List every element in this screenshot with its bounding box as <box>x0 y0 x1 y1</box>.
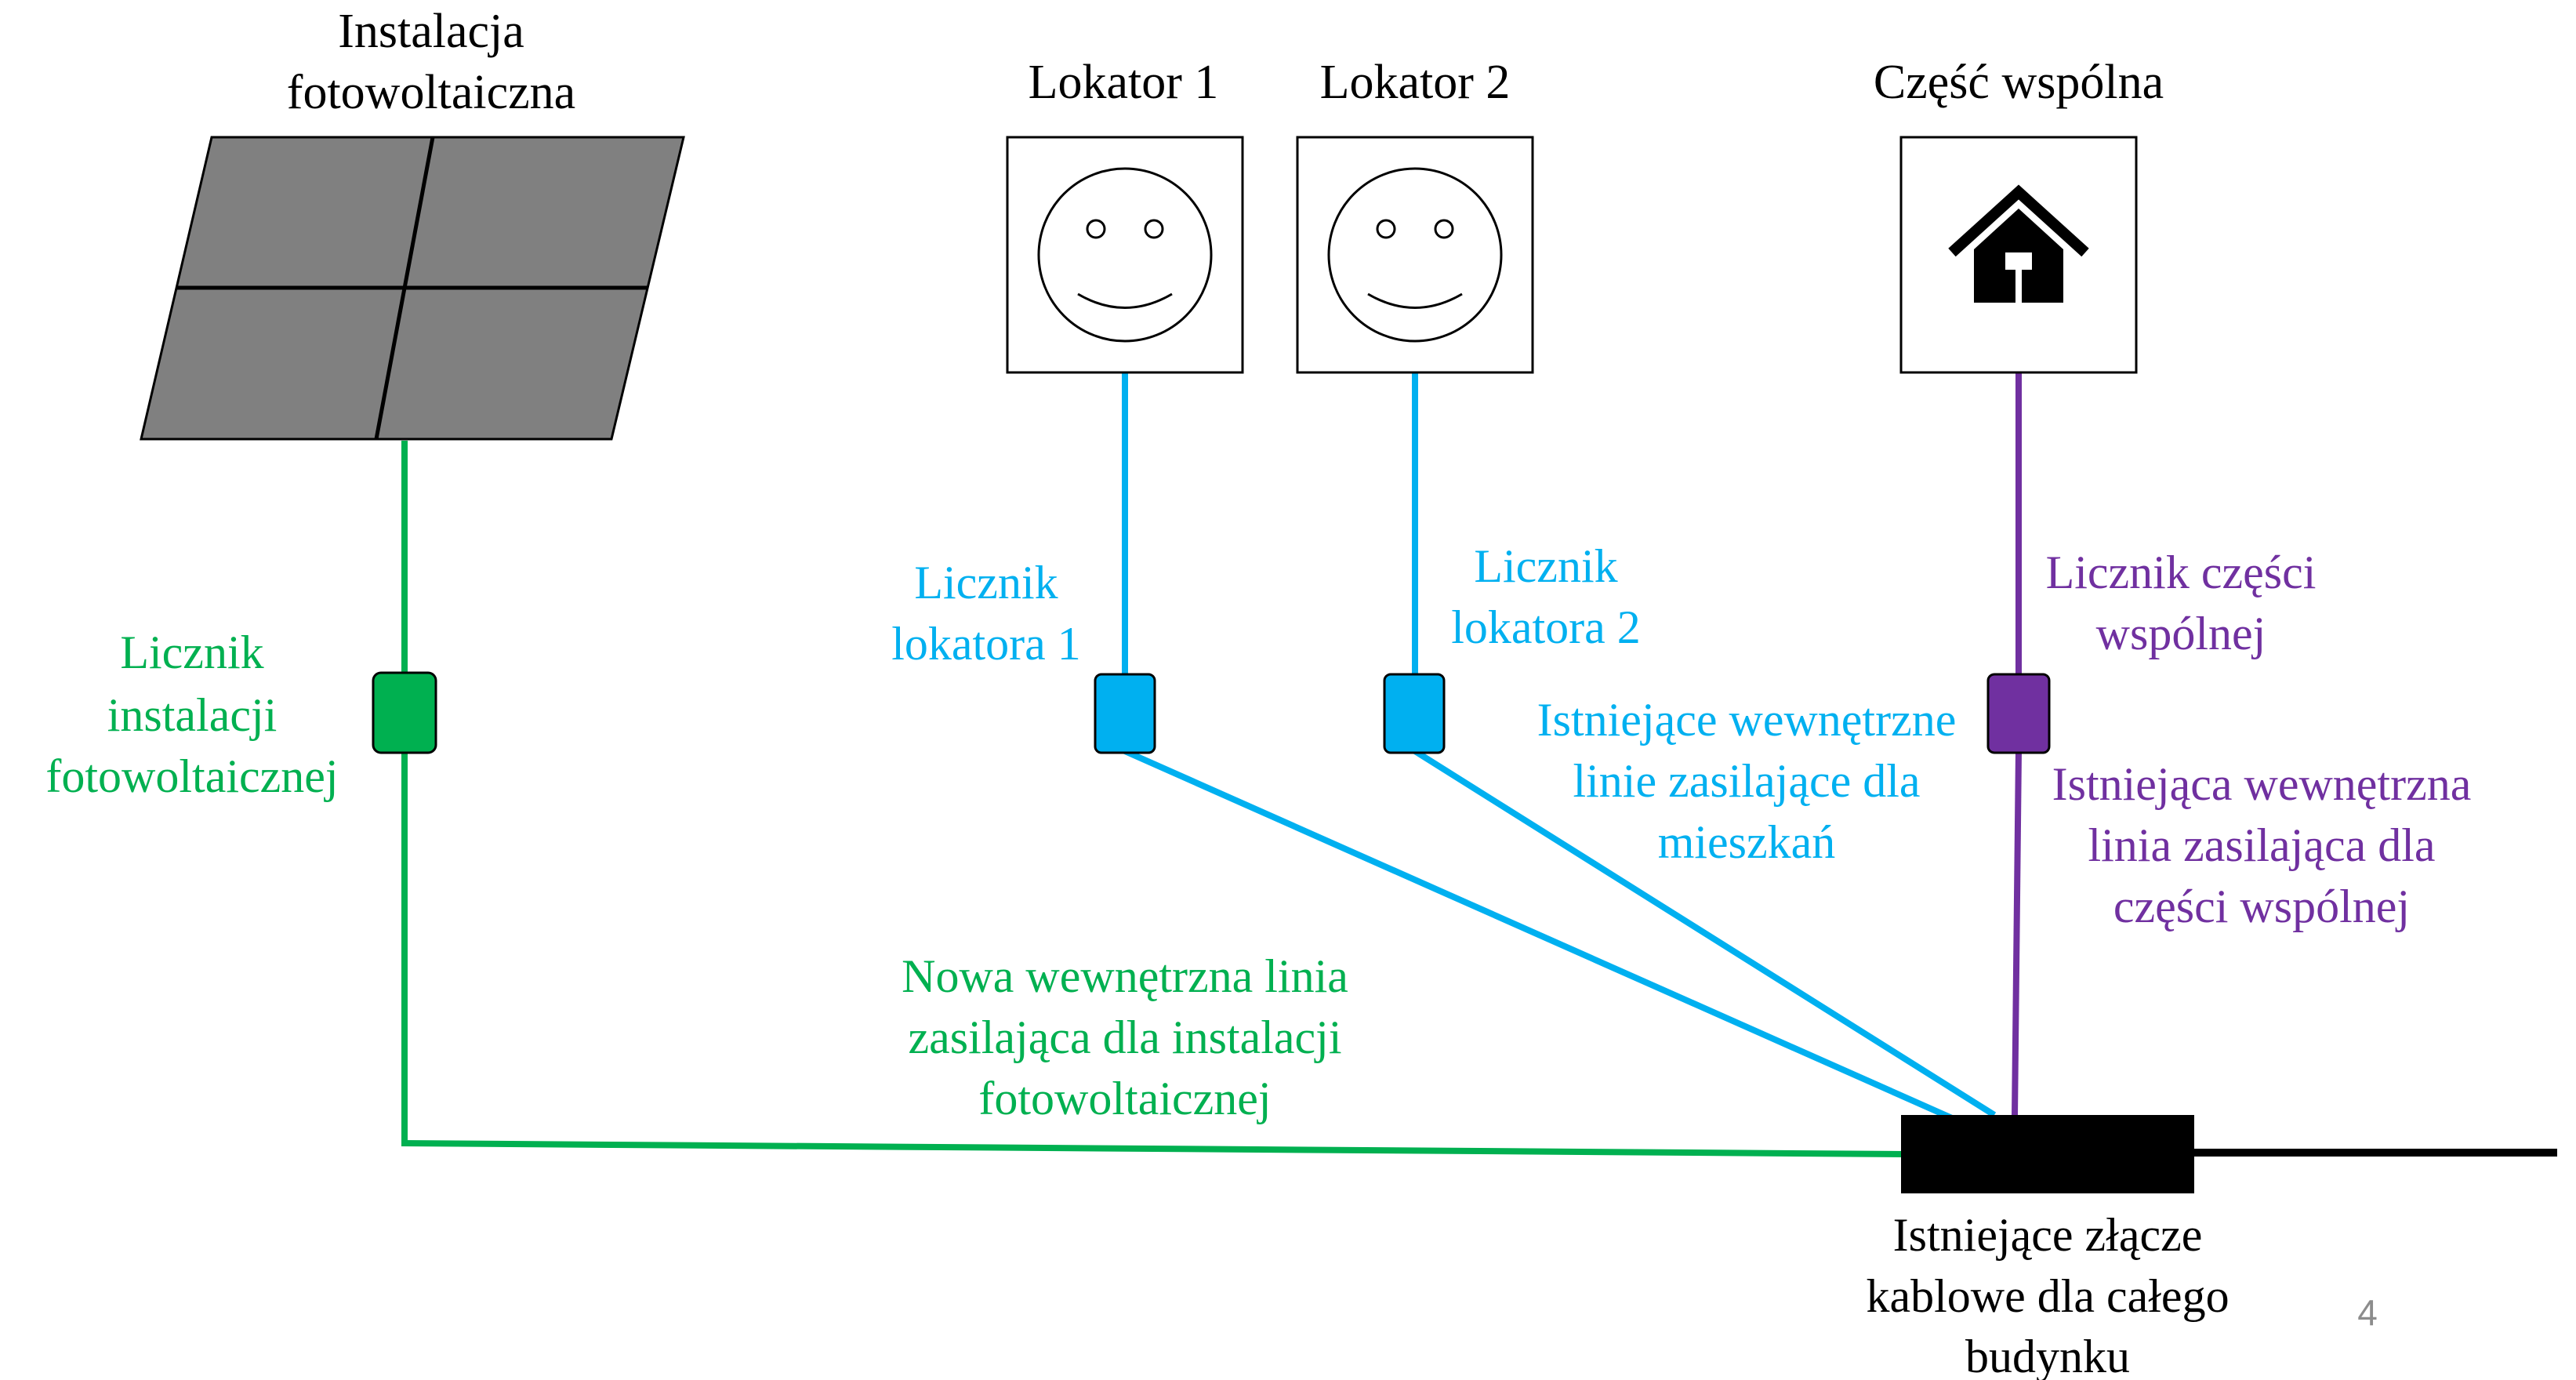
tenant1-meter <box>1094 673 1156 754</box>
tenant-lines-label: Istniejące wewnętrzne linie zasilające d… <box>1537 694 1957 868</box>
tenant1-meter-label-line1: Licznik <box>914 557 1058 608</box>
common-line-label: Istniejąca wewnętrzna linia zasilająca d… <box>2052 758 2472 932</box>
pv-new-line-label-line1: Nowa wewnętrzna linia <box>902 950 1348 1002</box>
pv-meter <box>372 671 437 754</box>
common-meter-label-line1: Licznik części <box>2046 547 2317 598</box>
pv-wire-horizontal <box>401 1140 1904 1157</box>
pv-meter-label-line1: Licznik <box>120 626 263 678</box>
smiley-face-icon <box>1037 167 1213 343</box>
tenant2-box <box>1296 136 1534 374</box>
pv-title-line2: fotowoltaiczna <box>287 66 575 119</box>
connector-label-line2: kablowe dla całego <box>1866 1270 2229 1322</box>
pv-title: Instalacja fotowoltaiczna <box>287 5 575 119</box>
common-part-box <box>1899 136 2138 374</box>
tenant2-meter-label-line1: Licznik <box>1474 540 1617 592</box>
pv-new-line-label: Nowa wewnętrzna linia zasilająca dla ins… <box>902 950 1348 1124</box>
tenant1-wire-diagonal <box>1123 748 1954 1121</box>
wires <box>401 372 2557 1157</box>
pv-meter-label-line3: fotowoltaicznej <box>45 750 338 802</box>
pv-new-line-label-line3: fotowoltaicznej <box>978 1073 1271 1124</box>
common-line-label-line1: Istniejąca wewnętrzna <box>2052 758 2472 810</box>
pv-new-line-label-line2: zasilająca dla instalacji <box>908 1011 1341 1063</box>
tenant1-title: Lokator 1 <box>1029 56 1219 109</box>
tenant1-meter-label: Licznik lokatora 1 <box>891 557 1081 670</box>
tenant2-meter-label-line2: lokatora 2 <box>1451 601 1641 653</box>
common-meter-label: Licznik części wspólnej <box>2046 547 2317 659</box>
tenant1-box <box>1006 136 1244 374</box>
common-line-label-line3: części wspólnej <box>2113 881 2410 932</box>
tenant-lines-label-line2: linie zasilające dla <box>1573 755 1920 807</box>
tenant2-wire-diagonal <box>1413 748 1997 1118</box>
page-number: 4 <box>2357 1292 2378 1333</box>
common-meter <box>1986 673 2051 754</box>
tenant2-frame <box>1296 136 1534 374</box>
common-line-label-line2: linia zasilająca dla <box>2088 819 2435 871</box>
tenant2-title: Lokator 2 <box>1320 56 1511 109</box>
house-icon <box>1948 184 2089 303</box>
connector-label: Istniejące złącze kablowe dla całego bud… <box>1866 1209 2229 1380</box>
tenant1-meter-label-line2: lokatora 1 <box>891 618 1081 670</box>
connector-label-line3: budynku <box>1965 1331 2130 1380</box>
smiley-face-icon <box>1327 167 1503 343</box>
tenant1-frame <box>1006 136 1244 374</box>
common-meter-label-line2: wspólnej <box>2096 608 2266 659</box>
common-title: Część wspólna <box>1874 56 2164 109</box>
tenant2-meter <box>1383 673 1446 754</box>
tenant-lines-label-line1: Istniejące wewnętrzne <box>1537 694 1957 746</box>
tenant2-meter-label: Licznik lokatora 2 <box>1451 540 1641 653</box>
pv-panel <box>140 136 685 441</box>
pv-meter-label-line2: instalacji <box>107 689 278 741</box>
common-wire-down <box>2012 750 2022 1117</box>
pv-title-line1: Instalacja <box>338 5 524 58</box>
pv-meter-label: Licznik instalacji fotowoltaicznej <box>45 626 338 802</box>
connector-label-line1: Istniejące złącze <box>1893 1209 2203 1261</box>
cable-connector <box>1901 1115 2194 1193</box>
tenant-lines-label-line3: mieszkań <box>1658 816 1836 868</box>
